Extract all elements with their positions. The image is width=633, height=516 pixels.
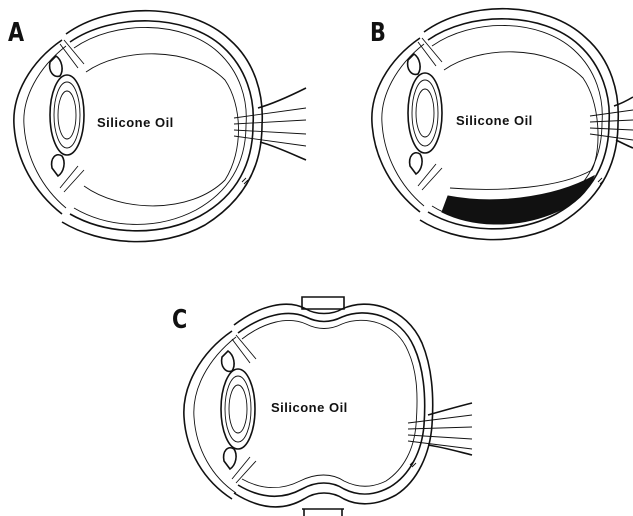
silicone-oil-label-c: Silicone Oil	[271, 400, 348, 415]
panel-b: B Silicone Oil	[330, 0, 633, 250]
panel-a: A Silicone Oil	[0, 0, 310, 250]
silicone-oil-label-b: Silicone Oil	[456, 113, 533, 128]
panel-c: C Silicone Oil	[160, 285, 480, 516]
silicone-oil-label-a: Silicone Oil	[97, 115, 174, 130]
